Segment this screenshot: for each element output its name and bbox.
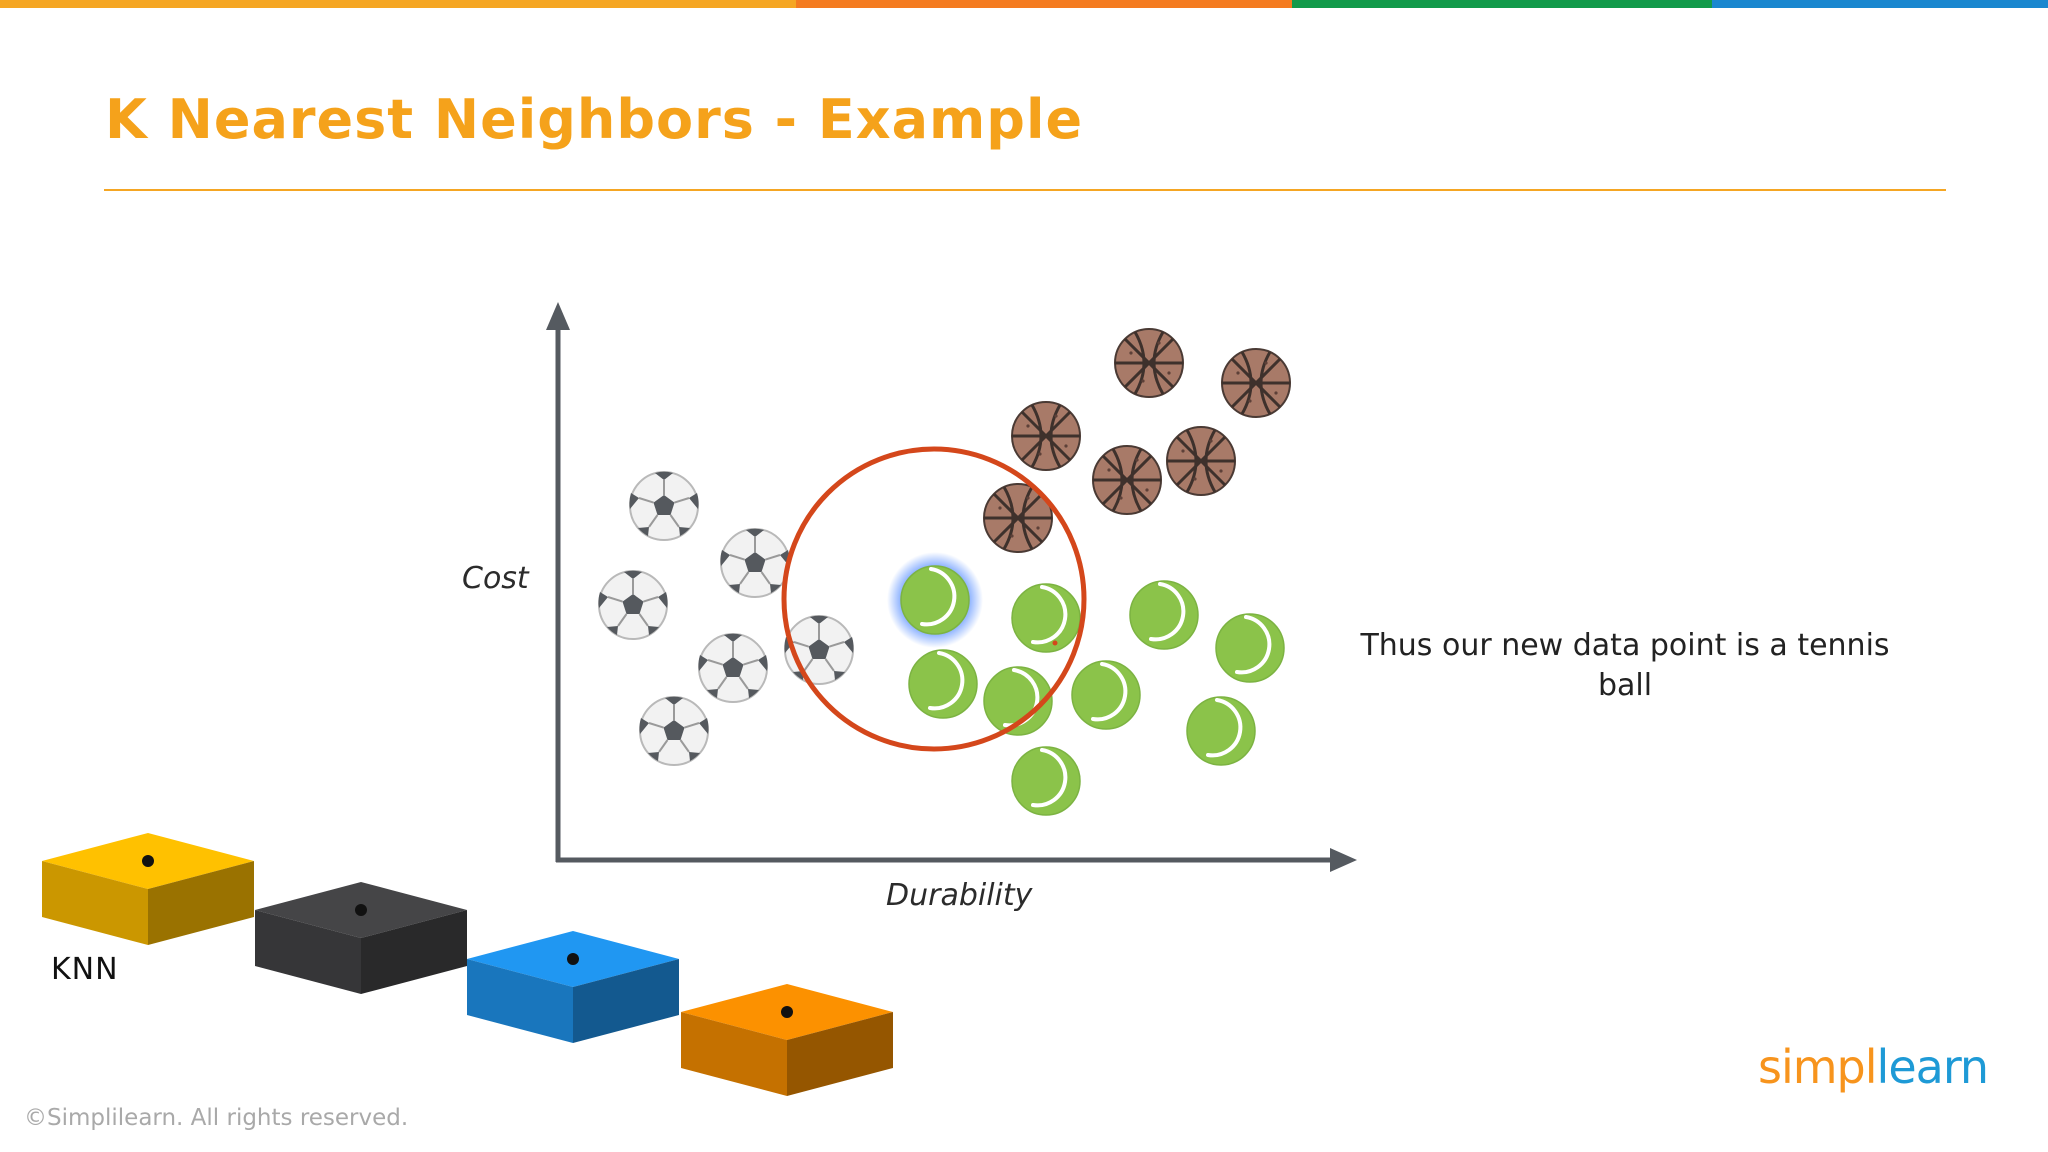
title-underline	[104, 189, 1946, 191]
slide-title: K Nearest Neighbors - Example	[105, 88, 1084, 151]
top-bar-segment	[796, 0, 1292, 8]
basketball	[1091, 444, 1163, 516]
block-right-face	[787, 1012, 893, 1096]
block-dot	[567, 953, 579, 965]
tennis-ball	[1214, 612, 1286, 684]
soccer-ball	[628, 470, 700, 541]
top-bar-segment	[1712, 0, 2048, 8]
tennis-balls	[899, 564, 1286, 817]
simplilearn-logo: simpllearn	[1758, 1040, 1990, 1094]
logo-part-learn: learn	[1876, 1040, 1990, 1094]
tennis-ball	[1010, 745, 1082, 817]
block-left-face	[467, 959, 573, 1043]
basketball	[1010, 400, 1082, 472]
k-neighbors-circle	[781, 446, 1087, 752]
soccer-ball	[638, 695, 710, 766]
block-dot	[355, 904, 367, 916]
block-right-face	[361, 910, 467, 994]
y-axis-arrow	[546, 302, 570, 330]
tennis-ball	[1010, 582, 1082, 654]
top-bar-segment	[0, 0, 796, 8]
block-orange	[681, 984, 893, 1096]
knn-label: KNN	[51, 952, 119, 987]
y-axis-label: Cost	[462, 561, 529, 596]
basketball	[1220, 347, 1292, 419]
logo-part-simpl: simpl	[1758, 1040, 1878, 1094]
knn-blocks	[42, 833, 893, 1096]
tennis-ball	[907, 648, 979, 720]
block-dot	[781, 1006, 793, 1018]
tennis-ball-new-point	[899, 564, 971, 636]
soccer-ball	[697, 632, 769, 703]
soccer-ball	[719, 527, 791, 598]
block-left-face	[681, 1012, 787, 1096]
basketball	[1113, 327, 1185, 399]
top-color-bar	[0, 0, 2048, 8]
block-right-face	[148, 861, 254, 945]
basketball	[1165, 425, 1237, 497]
block-right-face	[573, 959, 679, 1043]
top-bar-segment	[1292, 0, 1712, 8]
tennis-ball	[1070, 659, 1142, 731]
x-axis-label: Durability	[886, 878, 1033, 913]
block-dark	[255, 882, 467, 994]
x-axis-arrow	[1330, 848, 1357, 872]
conclusion-text: Thus our new data point is a tennis ball	[1360, 628, 1890, 703]
block-left-face	[42, 861, 148, 945]
axes	[546, 302, 1357, 872]
tennis-ball	[1185, 695, 1257, 767]
block-blue	[467, 931, 679, 1043]
tennis-ball	[1128, 579, 1200, 651]
block-yellow	[42, 833, 254, 945]
soccer-ball	[597, 569, 669, 640]
copyright-notice: ©Simplilearn. All rights reserved.	[24, 1105, 409, 1131]
block-left-face	[255, 910, 361, 994]
basketballs	[982, 327, 1292, 554]
block-dot	[142, 855, 154, 867]
soccer-balls	[597, 470, 855, 766]
circle-marker-dot	[1052, 640, 1058, 646]
